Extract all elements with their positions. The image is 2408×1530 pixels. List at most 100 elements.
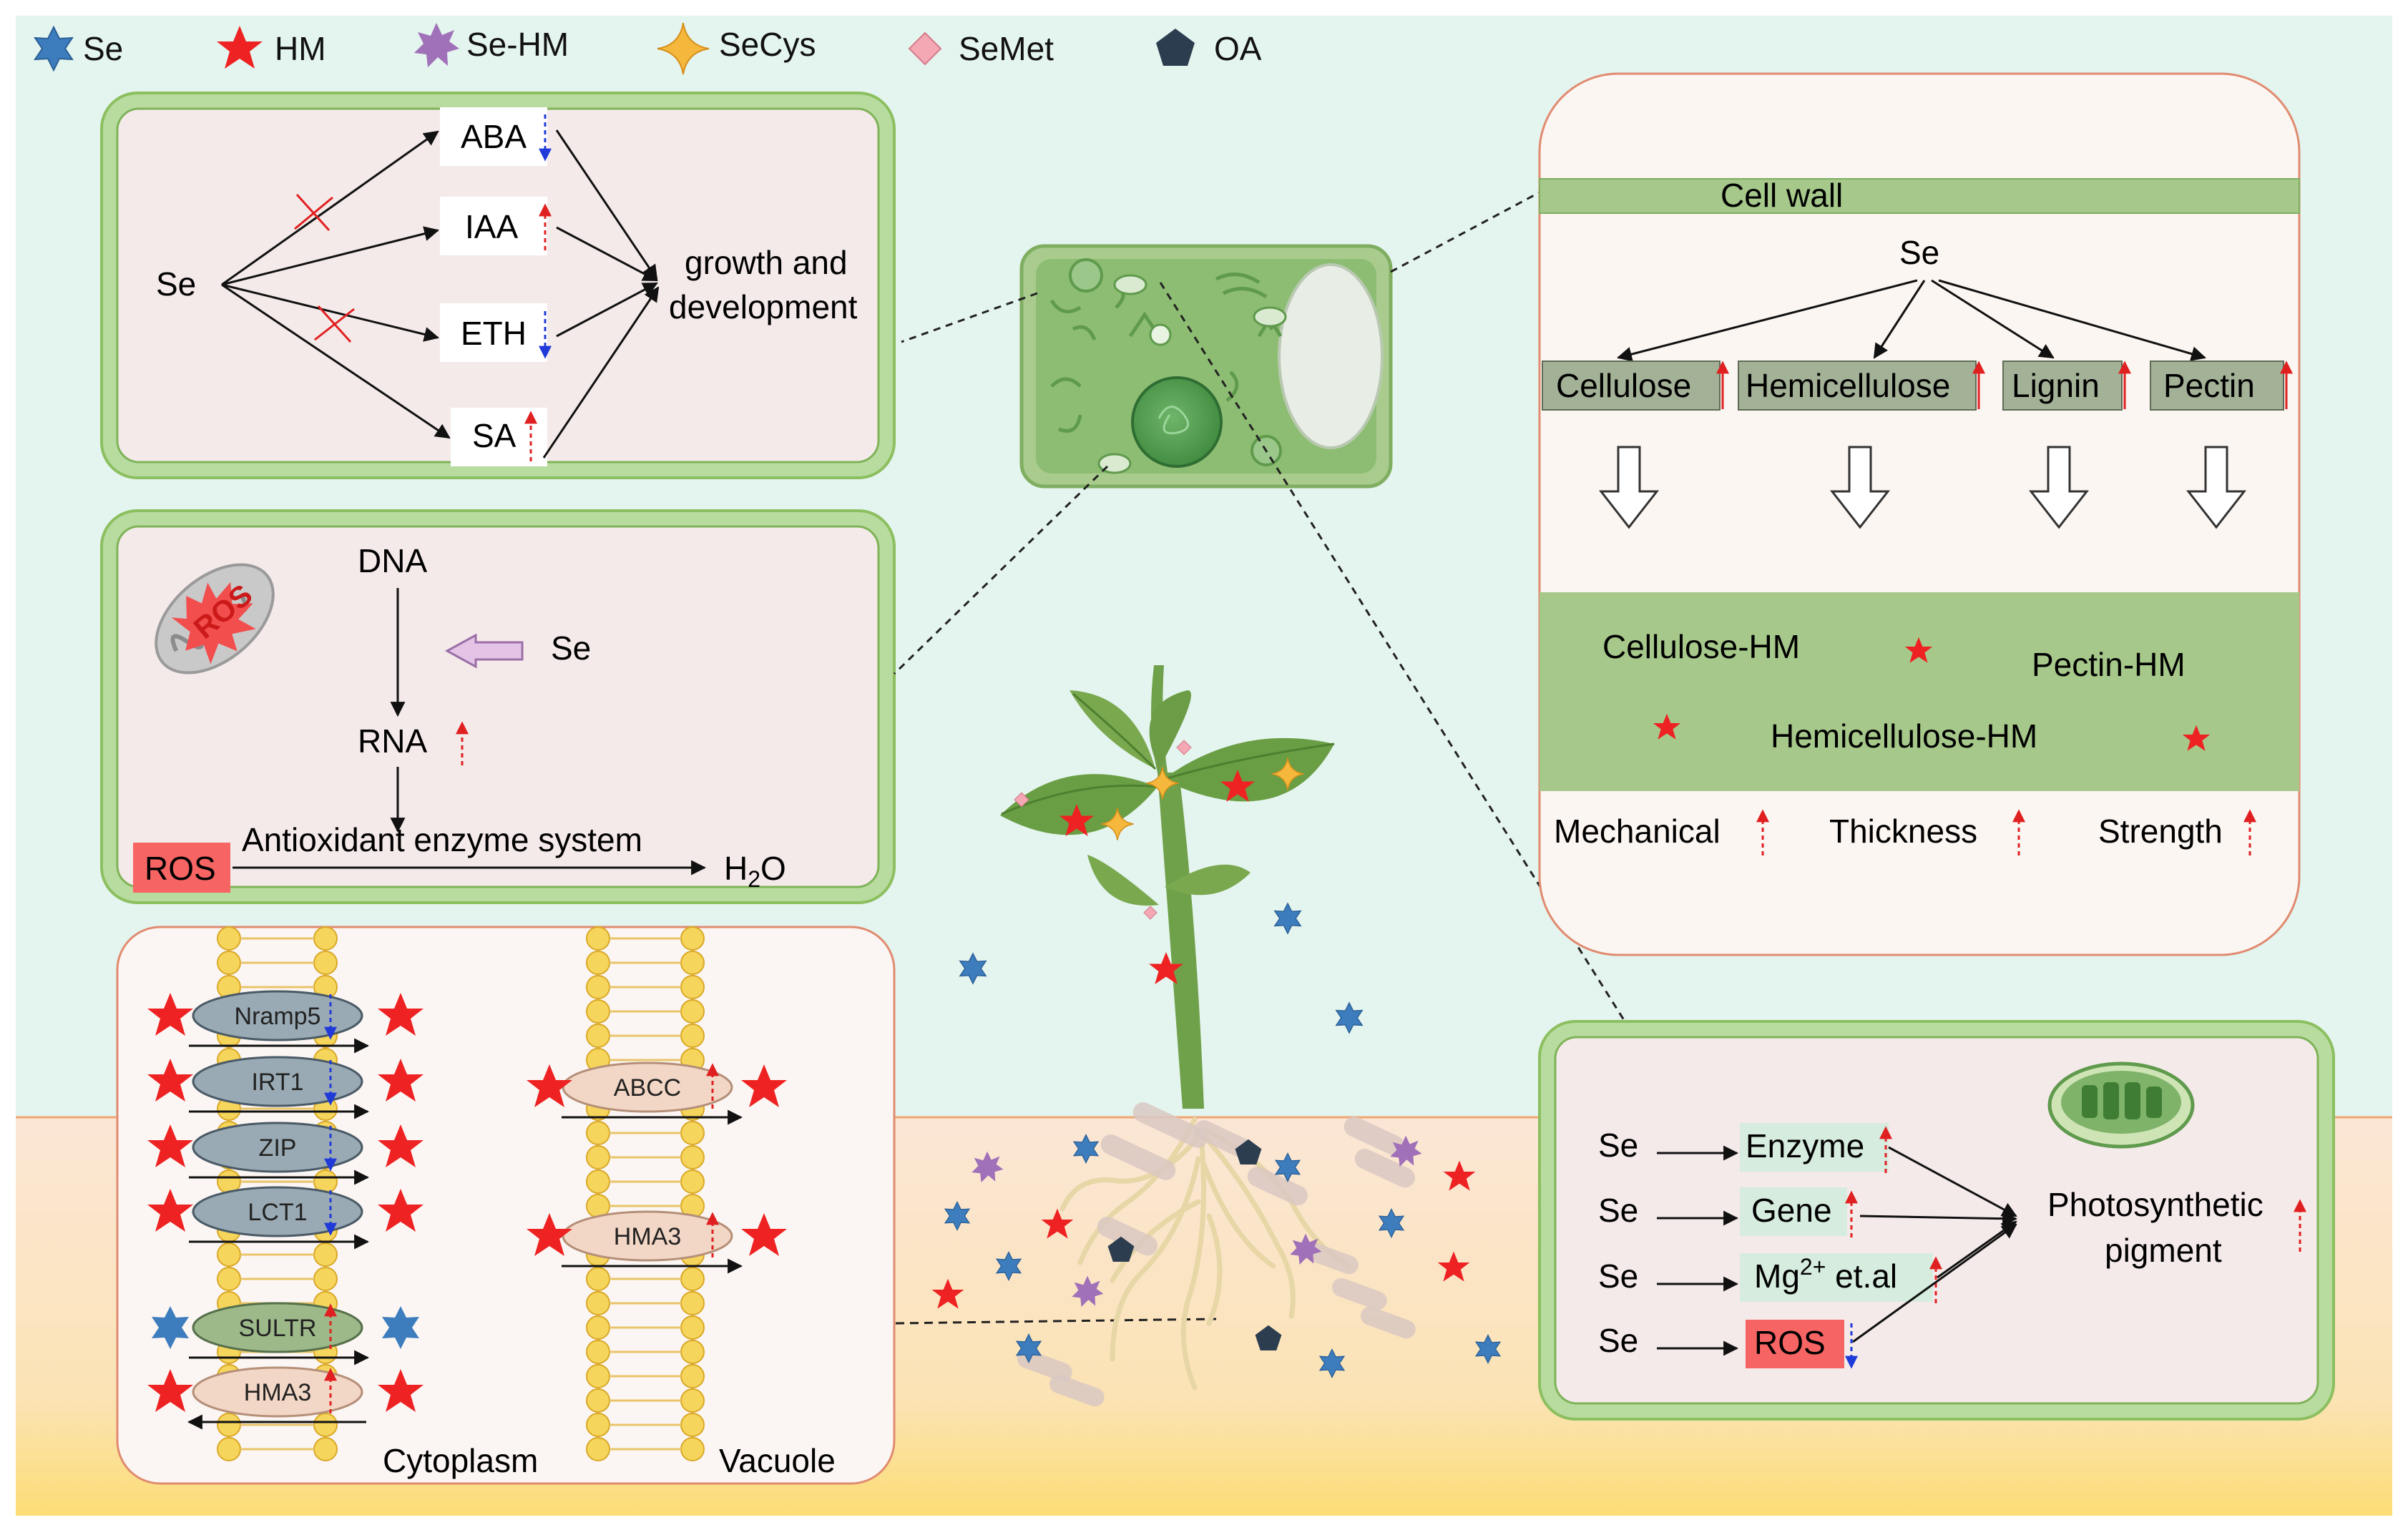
svg-text:HMA3: HMA3	[614, 1223, 681, 1250]
secys-particle-icon	[1271, 757, 1304, 790]
hormone-sa: SA	[472, 417, 517, 454]
transporter-nramp5: Nramp5	[147, 990, 424, 1054]
hm-particle-icon	[1149, 952, 1183, 984]
down-arrow-4	[2186, 446, 2247, 529]
arrow-se-aba	[221, 130, 439, 286]
photo-panel: Se Se Se Se Enzyme Gene Mg2+ et.al ROS P…	[1538, 1020, 2335, 1421]
arrow-sa-growth	[542, 286, 660, 458]
cytoplasm-label: Cytoplasm	[383, 1442, 538, 1479]
se-particle-icon	[1335, 1001, 1364, 1034]
growth-label-line1: growth and	[685, 244, 848, 281]
property-strength: Strength	[2098, 813, 2223, 850]
arrow-aba-growth	[555, 129, 658, 280]
legend-semet-label: SeMet	[959, 30, 1054, 67]
se-particle-icon	[1274, 1152, 1301, 1182]
block-cross-eth	[314, 305, 355, 343]
photo-se-1: Se	[1598, 1127, 1638, 1164]
hm-star-icon	[1653, 713, 1681, 740]
component-hemicellulose: Hemicellulose	[1746, 367, 1950, 404]
oa-particle-icon	[1107, 1236, 1135, 1262]
soil-particles	[931, 740, 1502, 1407]
se-particle-icon	[1072, 1134, 1100, 1164]
hm-star-icon	[2182, 725, 2211, 751]
photo-se-2: Se	[1598, 1192, 1638, 1229]
complex-band	[1540, 592, 2299, 791]
svg-text:SULTR: SULTR	[239, 1315, 317, 1342]
vacuole-icon	[1278, 263, 1384, 449]
enzyme-system-label: Antioxidant enzyme system	[242, 821, 642, 858]
legend-hm-icon	[217, 26, 263, 69]
photo-outcome-line2: pigment	[2105, 1232, 2222, 1269]
transporter-hma3-cytoplasm: HMA3	[147, 1366, 424, 1430]
se-particle-icon	[1474, 1334, 1502, 1364]
legend-semet-icon	[908, 31, 942, 66]
leaf-lower-left	[1087, 855, 1159, 906]
target-ros-box	[1746, 1320, 1844, 1368]
hm-particle-icon	[1443, 1160, 1476, 1191]
property-thickness: Thickness	[1829, 813, 1977, 850]
arrow-se-pectin	[1938, 279, 2207, 361]
secys-particle-icon	[1146, 767, 1179, 800]
rna-label: RNA	[358, 722, 427, 760]
legend-secys-label: SeCys	[719, 26, 816, 63]
dna-panel: ROS DNA Se RNA Antioxidant enzyme system…	[100, 509, 896, 904]
hm-particle-icon	[1220, 770, 1255, 802]
svg-text:ZIP: ZIP	[259, 1134, 297, 1162]
nucleus-icon	[1131, 376, 1223, 468]
se-particle-icon	[959, 952, 987, 985]
legend: Se HM Se-HM SeCys SeMet OA	[34, 22, 1262, 75]
arrow-iaa-growth	[556, 226, 658, 282]
cellwall-se-label: Se	[1899, 234, 1939, 271]
growth-label-line2: development	[669, 288, 858, 325]
complex-hemicellulose-hm: Hemicellulose-HM	[1771, 717, 2037, 755]
dna-se-label: Se	[551, 629, 591, 667]
cellwall-panel: Cell wall Se Cellulose Hemicellulose Lig…	[1538, 72, 2301, 956]
legend-hm-label: HM	[275, 30, 326, 67]
transporter-irt1: IRT1	[147, 1056, 424, 1119]
hormone-panel: Se ABA IAA ETH SA	[100, 92, 896, 479]
arrow-eth-growth	[556, 282, 658, 338]
arrow-se-iaa	[221, 226, 440, 286]
photo-se-3: Se	[1598, 1257, 1638, 1295]
se-block-arrow	[444, 633, 524, 669]
hm-particle-icon	[1437, 1251, 1470, 1282]
se-hm-particle-icon	[1390, 1135, 1422, 1167]
hm-particle-icon	[931, 1278, 964, 1309]
se-particle-icon	[1318, 1348, 1346, 1378]
semet-particle-icon	[1176, 740, 1192, 755]
oa-particle-icon	[1235, 1139, 1262, 1164]
arrow-se-sa	[221, 283, 451, 439]
se-particle-icon	[1015, 1333, 1042, 1363]
water-label: H2O	[724, 850, 786, 892]
transporter-zip: ZIP	[147, 1122, 424, 1185]
transporter-hma3-vacuole: HMA3	[527, 1210, 787, 1274]
arrow-se-hemicellulose	[1873, 280, 1926, 359]
arrow-se-eth	[221, 283, 440, 342]
down-arrow-1	[1598, 446, 1660, 529]
component-cellulose: Cellulose	[1556, 367, 1691, 404]
hormone-aba: ABA	[461, 118, 527, 155]
photo-outcome-line1: Photosynthetic	[2047, 1186, 2263, 1223]
hormone-eth: ETH	[461, 315, 527, 352]
se-particle-icon	[1273, 902, 1302, 935]
photo-se-4: Se	[1598, 1322, 1638, 1359]
svg-text:HMA3: HMA3	[244, 1379, 311, 1406]
svg-text:LCT1: LCT1	[248, 1199, 307, 1226]
ros-box	[133, 843, 230, 893]
vacuole-label: Vacuole	[719, 1442, 836, 1479]
target-ros: ROS	[1754, 1324, 1826, 1361]
cell-wall-band	[1539, 178, 2300, 214]
hm-particle-icon	[1059, 804, 1094, 836]
legend-se-hm-label: Se-HM	[466, 26, 569, 63]
property-mechanical: Mechanical	[1554, 813, 1721, 850]
leaf-lower-right	[1165, 864, 1251, 896]
legend-se-hm-icon	[414, 23, 459, 67]
leaf-top-right	[1149, 690, 1191, 769]
down-arrow-3	[2028, 446, 2090, 529]
svg-text:IRT1: IRT1	[251, 1069, 303, 1096]
se-particle-icon	[944, 1201, 971, 1231]
semet-particle-icon	[1014, 792, 1029, 808]
svg-text:Nramp5: Nramp5	[235, 1003, 321, 1030]
leaf-right	[1163, 737, 1334, 802]
